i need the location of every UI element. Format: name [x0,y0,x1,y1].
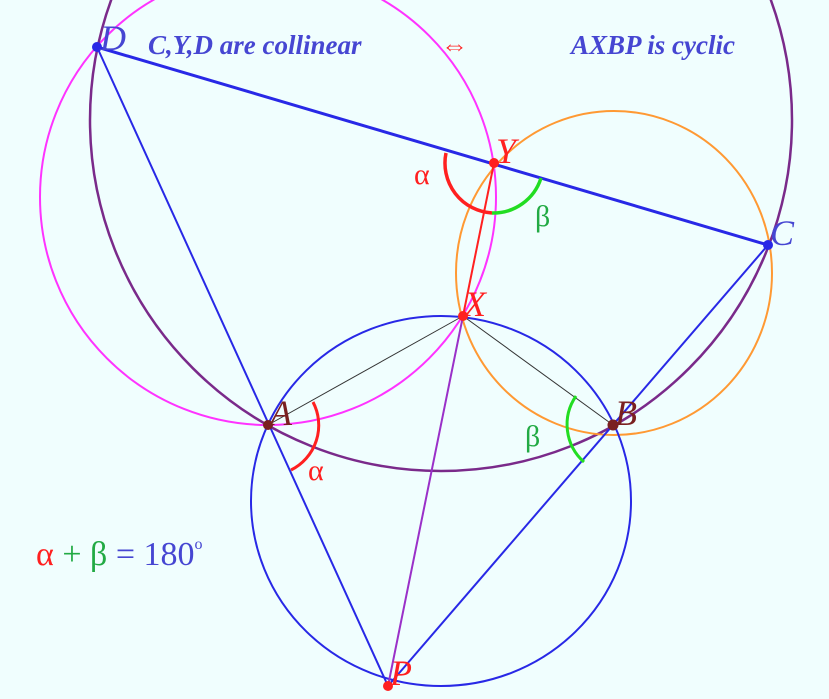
eq-degree: o [195,536,203,553]
label-b: B [615,393,637,433]
angle-arc-alpha-a [290,401,321,472]
label-y: Y [496,131,520,171]
point-d [92,42,102,52]
point-c [763,240,773,250]
point-b [607,419,619,431]
alpha-label-a: α [308,454,324,487]
beta-label-b: β [525,420,540,453]
label-c: C [770,213,795,253]
point-p [383,681,393,691]
eq-rest: = 180 [116,536,195,573]
circle-dayx-magenta [39,0,497,426]
circle-ybxc-orange [455,110,773,436]
line-dp [96,46,389,687]
point-y [489,158,499,168]
angle-arc-beta-y [491,177,543,215]
title-cyclic: AXBP is cyclic [569,30,735,60]
point-a [263,420,273,430]
eq-beta: β [90,536,107,573]
angle-sum-equation: α + β = 180o [36,536,203,573]
beta-label-y: β [535,200,550,233]
line-cp [387,244,769,687]
title-equivalence-arrow: ⇔ [441,30,468,60]
circle-axbp-blue [250,315,632,687]
circle-dabc-purple [88,0,794,473]
eq-plus: + [62,536,81,573]
title-collinear: C,Y,D are collinear [148,30,362,60]
point-x [458,311,468,321]
line-xb [462,315,614,426]
line-xa [267,315,464,426]
label-d: D [99,18,126,58]
line-dc [96,45,769,247]
alpha-label-y: α [414,158,430,191]
line-xp [387,315,464,687]
angle-arc-alpha-y [443,152,493,215]
label-x: X [462,284,488,324]
eq-alpha: α [36,536,54,573]
line-yx [462,162,495,317]
label-p: P [389,653,412,693]
label-a: A [268,393,293,433]
angle-arc-beta-b [565,395,585,464]
